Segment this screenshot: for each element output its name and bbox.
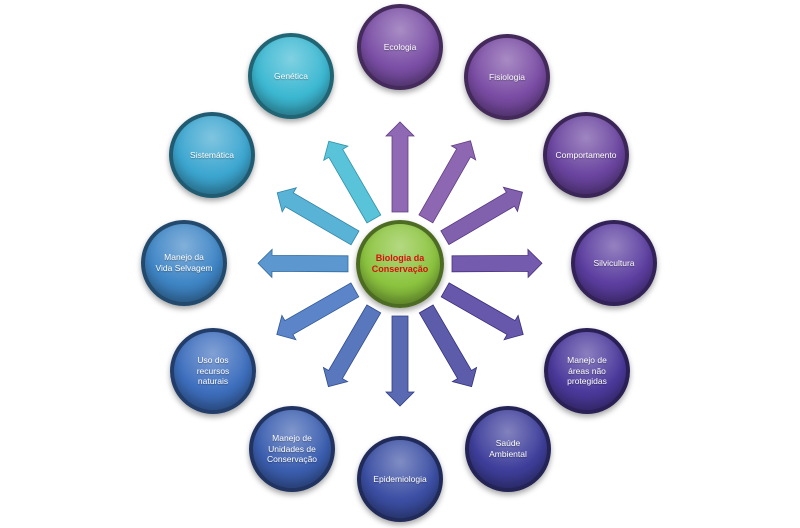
node-label: Manejo da Vida Selvagem <box>155 252 213 273</box>
arrow-ecologia <box>385 121 415 213</box>
node-label: Manejo de Unidades de Conservação <box>266 433 318 465</box>
node-saude-ambiental: Saúde Ambiental <box>465 406 551 492</box>
arrow-epidemiologia <box>385 315 415 407</box>
node-label: Epidemiologia <box>373 473 427 484</box>
arrow-fisiologia <box>418 140 477 224</box>
node-label: Sistemática <box>190 149 234 160</box>
arrow-silvicultura <box>451 248 543 279</box>
node-fisiologia: Fisiologia <box>464 34 550 120</box>
node-label: Silvicultura <box>593 257 635 268</box>
node-epidemiologia: Epidemiologia <box>357 436 443 522</box>
arrow-comportamento <box>440 186 523 246</box>
arrow-genetica <box>323 140 382 224</box>
center-node-label: Biologia da Conservação <box>371 252 429 274</box>
arrow-sistematica <box>276 187 360 246</box>
node-label: Comportamento <box>555 149 617 160</box>
node-comportamento: Comportamento <box>543 112 629 198</box>
node-manejo-areas-nao-protegidas: Manejo de áreas não protegidas <box>544 328 630 414</box>
arrow-manejo-vida-selvagem <box>257 248 349 279</box>
node-sistematica: Sistemática <box>169 112 255 198</box>
node-label: Uso dos recursos naturais <box>196 355 230 387</box>
node-label: Ecologia <box>383 41 417 52</box>
arrow-uso-recursos-naturais <box>276 282 360 341</box>
node-label: Saúde Ambiental <box>489 438 527 459</box>
arrow-manejo-areas-nao-protegidas <box>440 282 524 341</box>
node-uso-recursos-naturais: Uso dos recursos naturais <box>170 328 256 414</box>
arrow-saude-ambiental <box>418 304 478 388</box>
node-silvicultura: Silvicultura <box>571 220 657 306</box>
node-genetica: Genética <box>248 33 334 119</box>
center-node: Biologia da Conservação <box>356 220 444 308</box>
node-ecologia: Ecologia <box>357 4 443 90</box>
arrow-manejo-unidades-conservacao <box>322 304 382 388</box>
node-label: Fisiologia <box>489 71 525 82</box>
node-label: Genética <box>273 70 309 81</box>
node-manejo-unidades-conservacao: Manejo de Unidades de Conservação <box>249 406 335 492</box>
node-label: Manejo de áreas não protegidas <box>567 355 607 387</box>
node-manejo-vida-selvagem: Manejo da Vida Selvagem <box>141 220 227 306</box>
